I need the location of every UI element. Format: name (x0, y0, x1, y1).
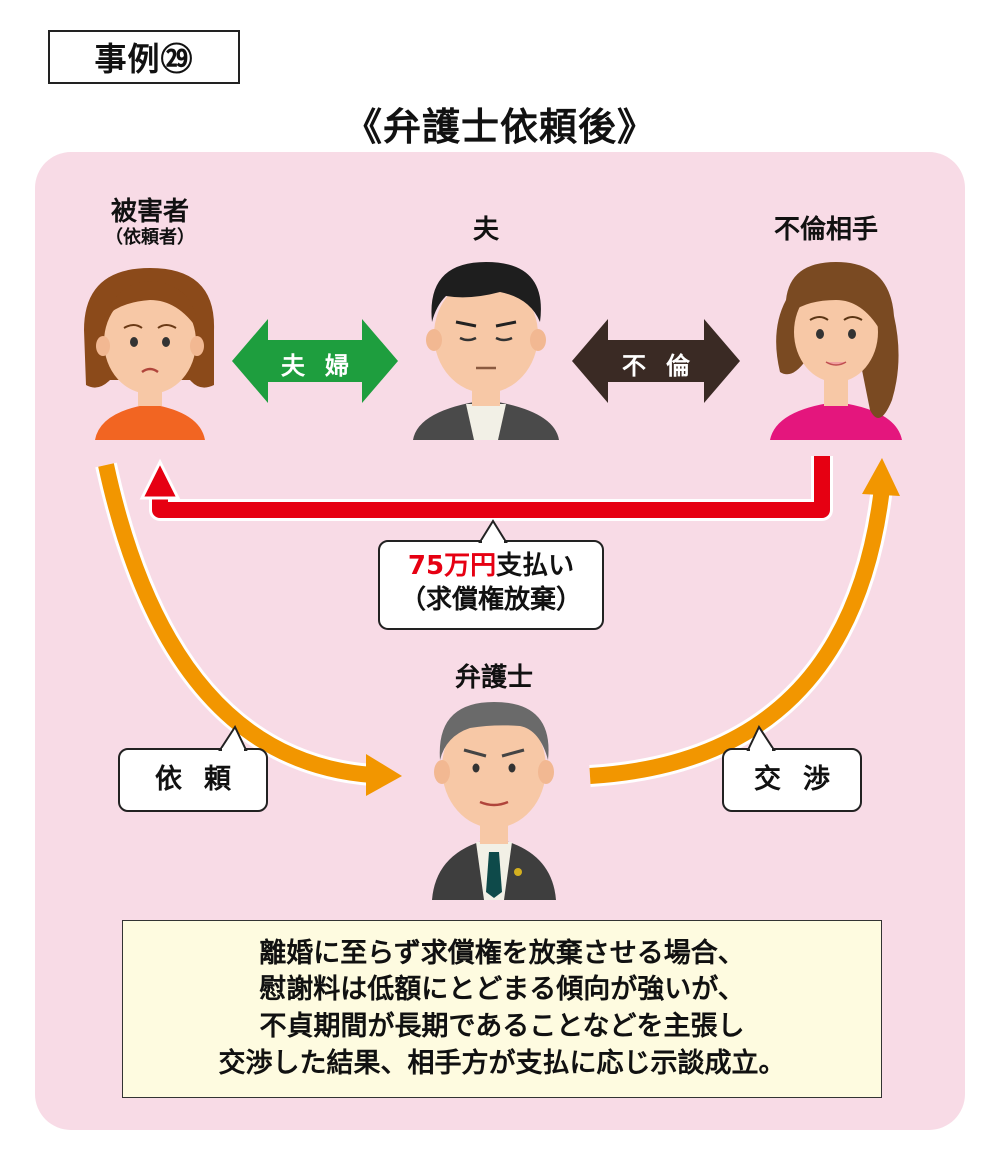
husband-label: 夫 (472, 215, 499, 245)
request-bubble-text: 依頼 (155, 764, 253, 795)
payment-arrow (139, 456, 833, 521)
payment-note: （求償権放棄） (399, 584, 582, 615)
couple-arrow (232, 319, 398, 403)
summary-line: 不貞期間が長期であることなどを主張し (259, 1011, 745, 1042)
affair-arrow-label: 不倫 (622, 352, 710, 380)
summary-line: 交渉した結果、相手方が支払に応じ示談成立。 (218, 1047, 786, 1079)
page-title: 《弁護士依頼後》 (343, 105, 656, 149)
request-bubble-tail (218, 724, 248, 752)
summary-line: 離婚に至らず求償権を放棄させる場合、 (259, 937, 745, 969)
affair-arrow (572, 319, 740, 403)
request-arrow (95, 462, 402, 796)
lawyer-man-icon (432, 702, 556, 900)
victim-woman-icon (84, 268, 215, 440)
couple-arrow-label: 夫婦 (281, 352, 369, 380)
negotiation-bubble-text: 交渉 (754, 764, 852, 795)
negotiation-arrow (589, 458, 900, 787)
payment-bubble-tail (478, 519, 508, 544)
payment-amount: 75万円 (407, 551, 497, 581)
payment-line: 75万円支払い (380, 550, 602, 584)
payment-action: 支払い (496, 551, 575, 581)
lawyer-label: 弁護士 (454, 663, 533, 693)
summary-box: 離婚に至らず求償権を放棄させる場合、 慰謝料は低額にとどまる傾向が強いが、 不貞… (122, 920, 882, 1098)
negotiation-bubble: 交渉 (722, 724, 862, 812)
partner-label: 不倫相手 (773, 215, 878, 245)
summary-line: 慰謝料は低額にとどまる傾向が強いが、 (259, 974, 745, 1006)
case-label-text: 事例㉙ (94, 40, 194, 78)
husband-man-icon (413, 262, 559, 440)
victim-label: 被害者 （依頼者） (60, 197, 240, 249)
payment-bubble: 75万円支払い （求償権放棄） (378, 519, 604, 630)
affair-partner-woman-icon (770, 262, 902, 440)
victim-sub-label: （依頼者） (105, 226, 195, 248)
victim-label-text: 被害者 (110, 197, 189, 227)
case-label: 事例㉙ (48, 30, 240, 84)
request-bubble: 依頼 (118, 724, 268, 812)
negotiation-bubble-tail (746, 724, 776, 752)
